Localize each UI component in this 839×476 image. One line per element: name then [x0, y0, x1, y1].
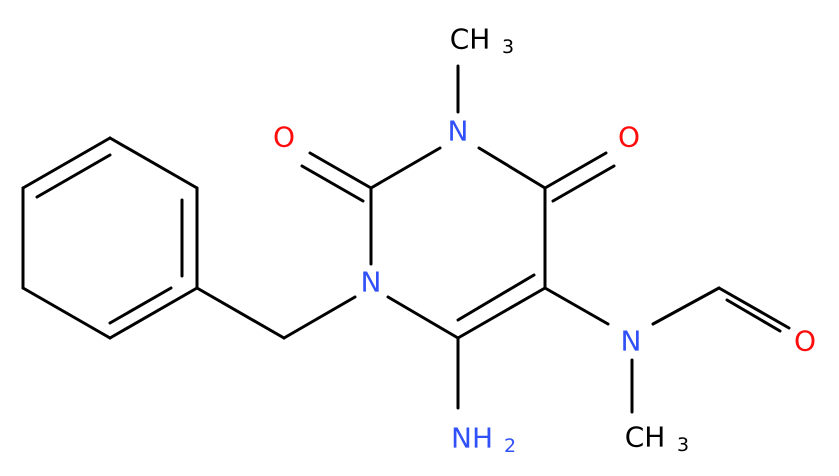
bond [725, 298, 782, 333]
bond [386, 295, 460, 340]
ch3-top-label: CH 3 [450, 23, 514, 59]
bond [108, 286, 199, 340]
atom-o-formyl: O [794, 325, 816, 358]
bond [456, 286, 547, 340]
bond [300, 164, 365, 203]
ch3-top-subscript: 3 [502, 36, 514, 58]
ch3-top-main: CH [450, 23, 491, 56]
nh2-main: NH [451, 422, 493, 455]
bond-inner [35, 153, 112, 199]
ch3-bottom-subscript: 3 [677, 434, 689, 456]
bond-inner [108, 286, 173, 325]
bond [108, 136, 199, 190]
bond [308, 151, 373, 190]
bond [195, 286, 286, 340]
bond [551, 164, 616, 203]
bond [369, 146, 442, 190]
ch3-bottom-label: CH 3 [625, 421, 689, 457]
atom-n-right: N [621, 325, 642, 358]
atom-n-top: N [448, 115, 469, 148]
bond [717, 286, 791, 330]
bond [543, 151, 608, 190]
bond [21, 286, 112, 340]
nh2-label: NH 2 [451, 422, 516, 458]
nh2-subscript: 2 [504, 435, 516, 457]
benzene-ring [21, 136, 199, 340]
ch3-bottom-main: CH [625, 421, 666, 454]
bond [651, 286, 721, 326]
bond [282, 295, 357, 340]
atom-o-right: O [618, 121, 640, 154]
bond [543, 286, 610, 326]
bond [477, 146, 547, 190]
pyrimidine-ring [369, 146, 547, 340]
atom-o-left: O [273, 121, 295, 154]
bond [21, 136, 112, 190]
bond-inner [456, 273, 536, 322]
atom-n-left: N [361, 266, 382, 299]
